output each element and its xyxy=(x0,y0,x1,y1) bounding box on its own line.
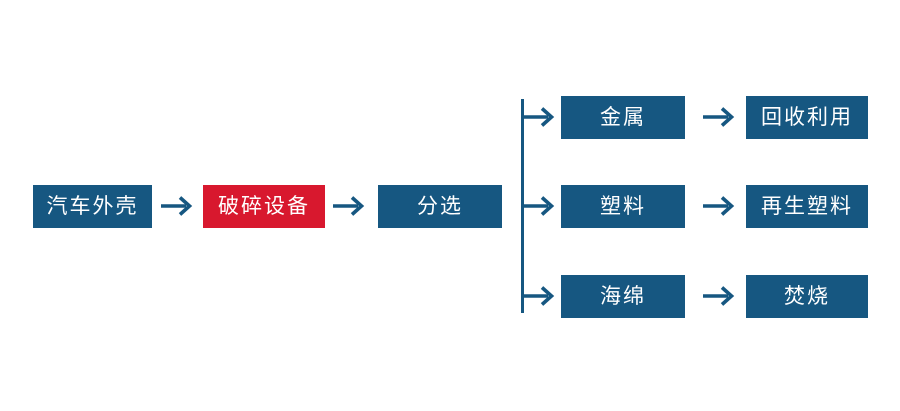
branch-arrow-icon xyxy=(522,284,555,308)
right-arrow-icon xyxy=(160,194,193,218)
flow-node-crushing-equipment: 破碎设备 xyxy=(203,185,325,228)
flow-node-recycle-reuse: 回收利用 xyxy=(746,96,868,139)
flow-node-sorting: 分选 xyxy=(378,185,502,228)
branch-arrow-icon xyxy=(522,194,555,218)
flow-node-plastic: 塑料 xyxy=(561,185,685,228)
branch-arrow-icon xyxy=(522,105,555,129)
right-arrow-icon xyxy=(702,194,735,218)
vertical-branch-line xyxy=(521,99,524,313)
flow-node-recycled-plastic: 再生塑料 xyxy=(746,185,868,228)
flow-node-metal: 金属 xyxy=(561,96,685,139)
flow-node-sponge: 海绵 xyxy=(561,275,685,318)
right-arrow-icon xyxy=(702,284,735,308)
right-arrow-icon xyxy=(702,105,735,129)
flow-node-incineration: 焚烧 xyxy=(746,275,868,318)
right-arrow-icon xyxy=(332,194,365,218)
flow-node-car-shell: 汽车外壳 xyxy=(33,185,152,228)
